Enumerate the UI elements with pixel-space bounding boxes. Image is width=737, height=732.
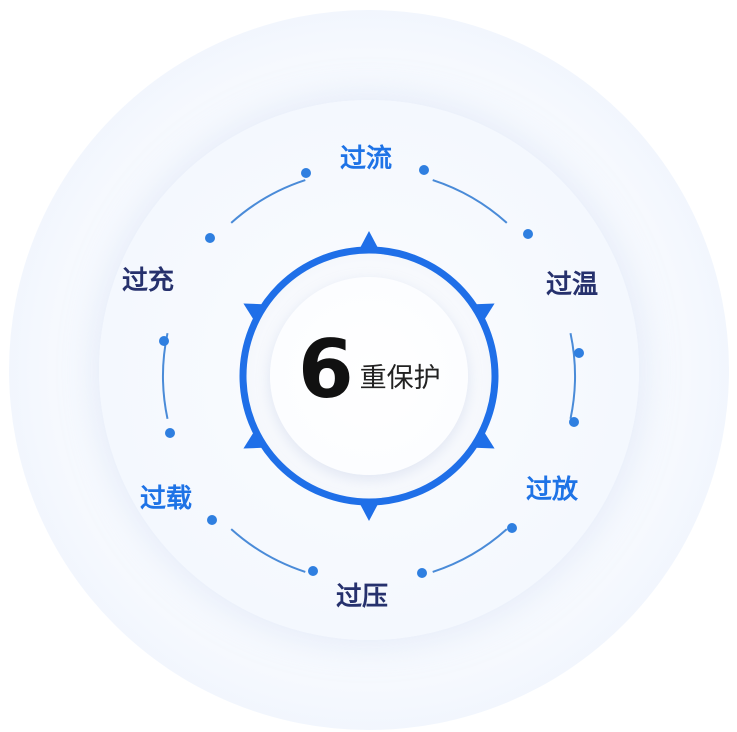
triangle-pointer-icon bbox=[475, 432, 495, 449]
label-guofang: 过放 bbox=[526, 475, 579, 505]
dot-node-icon bbox=[419, 165, 429, 175]
blue-ring bbox=[239, 246, 499, 506]
label-guochong: 过充 bbox=[122, 266, 175, 296]
outer-arc bbox=[569, 332, 576, 420]
dot-node-icon bbox=[523, 229, 533, 239]
dot-node-icon bbox=[165, 428, 175, 438]
dot-node-icon bbox=[207, 515, 217, 525]
triangle-pointer-icon bbox=[475, 303, 495, 320]
center-text: 重保护 bbox=[359, 362, 441, 394]
outer-arc bbox=[432, 179, 508, 224]
outer-arc bbox=[162, 332, 169, 420]
center-label: 6 重保护 bbox=[298, 330, 441, 410]
dot-node-icon bbox=[308, 566, 318, 576]
center-inner-disc bbox=[270, 277, 468, 475]
dot-node-icon bbox=[417, 568, 427, 578]
triangle-pointer-icon bbox=[243, 303, 263, 320]
outer-arc bbox=[432, 528, 508, 573]
label-guozai: 过载 bbox=[140, 484, 193, 514]
dot-node-icon bbox=[159, 336, 169, 346]
outer-arc bbox=[230, 528, 306, 573]
dot-node-icon bbox=[507, 523, 517, 533]
dot-node-icon bbox=[301, 168, 311, 178]
label-guowen: 过温 bbox=[546, 270, 599, 300]
outer-arc bbox=[230, 179, 306, 224]
dot-node-icon bbox=[574, 348, 584, 358]
triangle-pointer-icon bbox=[243, 432, 263, 449]
triangle-pointer-icon bbox=[360, 231, 378, 248]
dot-node-icon bbox=[569, 417, 579, 427]
center-number: 6 bbox=[298, 323, 354, 416]
label-guoya: 过压 bbox=[336, 582, 389, 612]
label-guoliu: 过流 bbox=[340, 144, 393, 174]
dot-node-icon bbox=[205, 233, 215, 243]
triangle-pointer-icon bbox=[360, 504, 378, 521]
